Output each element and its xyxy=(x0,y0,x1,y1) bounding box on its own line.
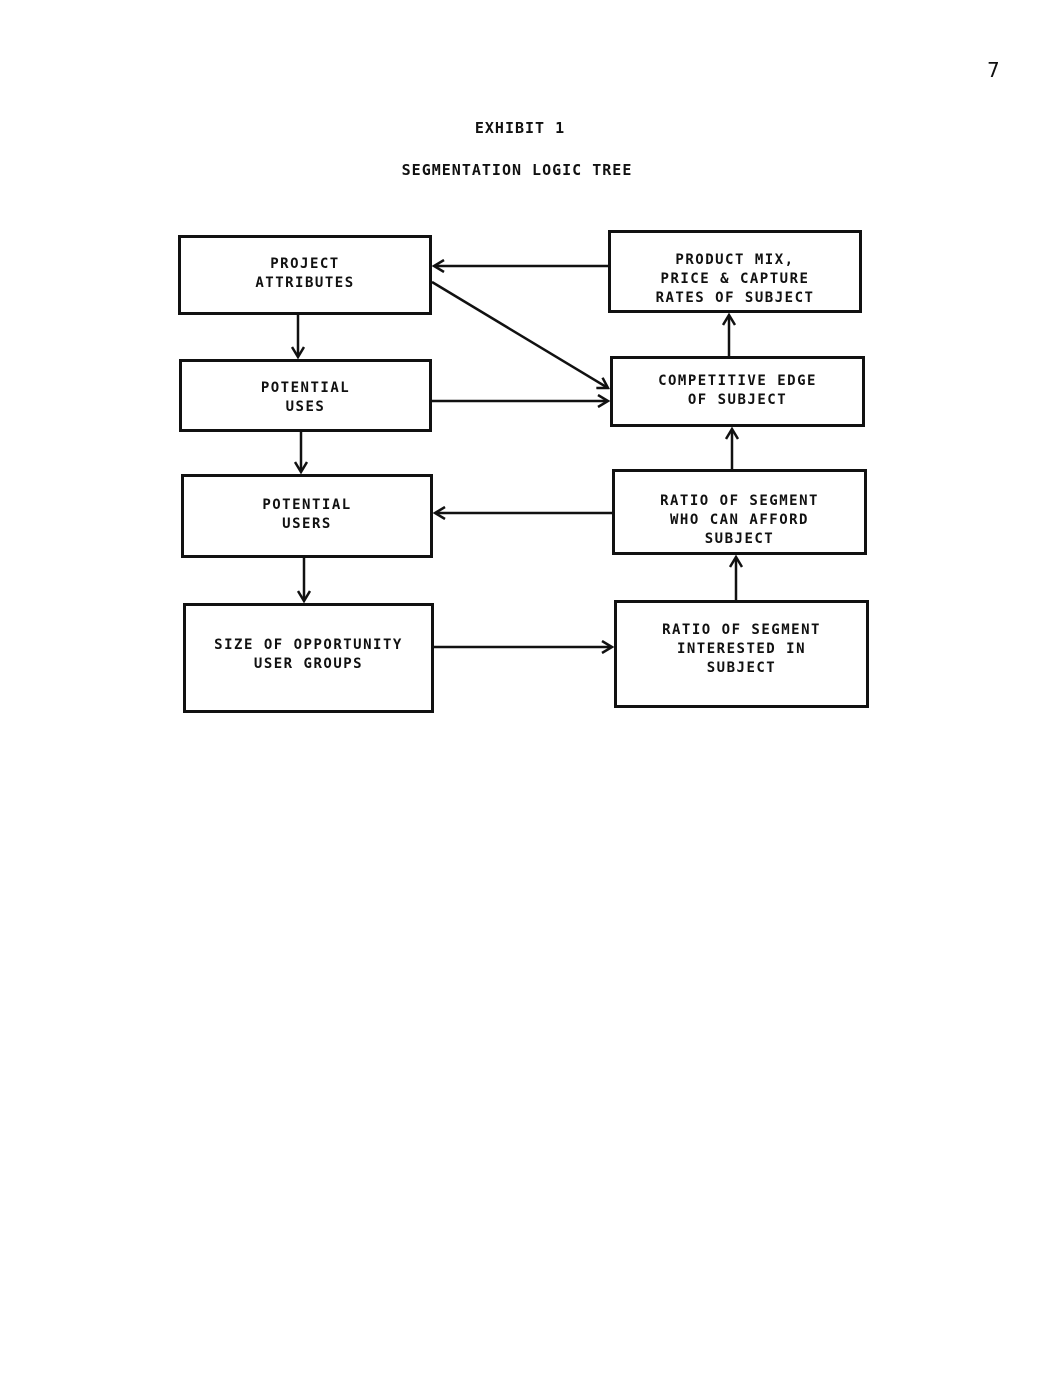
node-label: POTENTIAL USERS xyxy=(262,497,352,532)
node-size-of-opportunity: SIZE OF OPPORTUNITY USER GROUPS xyxy=(183,603,434,713)
node-ratio-interested: RATIO OF SEGMENT INTERESTED IN SUBJECT xyxy=(614,600,869,708)
node-label: PROJECT ATTRIBUTES xyxy=(255,256,355,291)
page-number: 7 xyxy=(987,58,1000,82)
diagram-title: SEGMENTATION LOGIC TREE xyxy=(401,161,633,179)
node-label: POTENTIAL USES xyxy=(260,380,351,415)
node-potential-uses: POTENTIAL USES xyxy=(179,359,432,432)
node-label: RATIO OF SEGMENT WHO CAN AFFORD SUBJECT xyxy=(660,493,819,547)
arrow-project-attributes-to-competitive-edge xyxy=(431,280,608,388)
node-label: RATIO OF SEGMENT INTERESTED IN SUBJECT xyxy=(662,622,821,676)
node-label: COMPETITIVE EDGE OF SUBJECT xyxy=(658,373,817,408)
node-project-attributes: PROJECT ATTRIBUTES xyxy=(178,235,432,315)
exhibit-label: EXHIBIT 1 xyxy=(474,119,566,137)
node-product-mix: PRODUCT MIX, PRICE & CAPTURE RATES OF SU… xyxy=(608,230,862,313)
node-label: SIZE OF OPPORTUNITY USER GROUPS xyxy=(214,637,403,672)
node-potential-users: POTENTIAL USERS xyxy=(181,474,433,558)
node-label: PRODUCT MIX, PRICE & CAPTURE RATES OF SU… xyxy=(655,252,815,306)
node-competitive-edge: COMPETITIVE EDGE OF SUBJECT xyxy=(610,356,865,427)
node-ratio-afford: RATIO OF SEGMENT WHO CAN AFFORD SUBJECT xyxy=(612,469,867,555)
